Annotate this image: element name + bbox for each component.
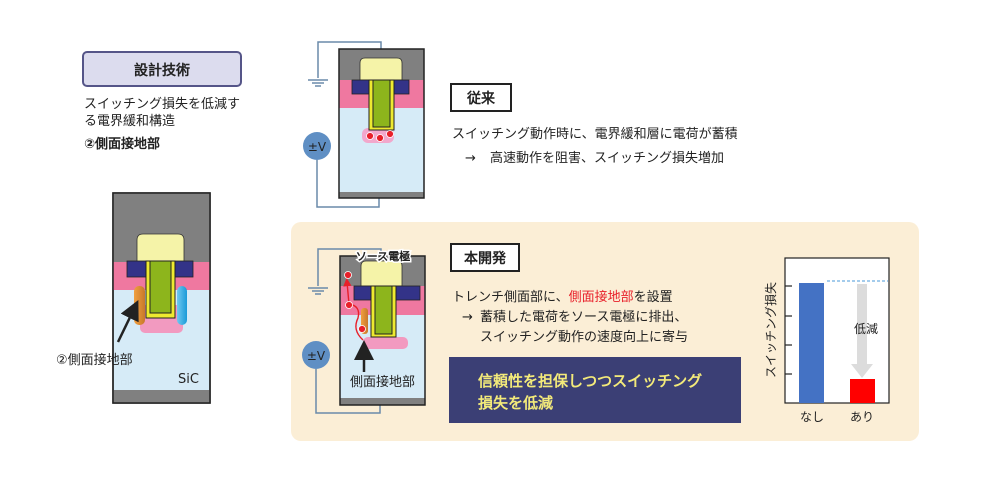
developed-title: 本開発 (464, 250, 507, 267)
desc-line2: る電界緩和構造 (84, 114, 175, 129)
chart-annotation: 低減 (854, 321, 878, 336)
conventional-line2: 高速動作を阻害、スイッチング損失増加 (490, 150, 724, 166)
voltage-label: ±V (308, 140, 327, 154)
developed-line3: スイッチング動作の速度向上に寄与 (480, 329, 688, 345)
chart-y-ticks (785, 285, 792, 375)
item-label: ②側面接地部 (84, 136, 160, 152)
charge-path-arrow (343, 277, 364, 341)
conventional-device: ±V (303, 41, 425, 208)
voltage-source-icon (302, 341, 330, 369)
material-label: SiC (178, 372, 199, 387)
developed-line2: 蓄積した電荷をソース電極に排出、 (480, 309, 687, 325)
tag-box (82, 51, 242, 87)
charge-icons (366, 130, 394, 142)
down-arrow-icon (851, 364, 873, 378)
ground-icon (308, 79, 328, 87)
arrow-icon (116, 300, 139, 343)
developed-device: ±V ソース電極 側面接地部 (302, 248, 426, 414)
side-ground-label: 側面接地部 (350, 374, 415, 390)
development-panel (291, 222, 919, 441)
tag-label: 設計技術 (134, 62, 190, 79)
left-device: ②側面接地部 SiC (56, 192, 211, 404)
chart-bar-0 (799, 283, 824, 403)
conventional-section: 従来 スイッチング動作時に、電界緩和層に電荷が蓄積 → 高速動作を阻害、スイッチ… (450, 83, 738, 166)
loss-chart: 低減 スイッチング損失 なし あり (763, 257, 890, 424)
chart-xlabel-1: あり (850, 410, 874, 424)
arrow-glyph: → (462, 310, 473, 325)
device-label: ②側面接地部 (56, 352, 133, 368)
voltage-label: ±V (307, 349, 326, 363)
arrow-glyph: → (465, 151, 476, 166)
chart-ylabel: スイッチング損失 (763, 282, 778, 378)
banner-line2: 損失を低減 (478, 394, 553, 412)
developed-line1: トレンチ側面部に、側面接地部を設置 (452, 289, 673, 305)
developed-section: 本開発 トレンチ側面部に、側面接地部を設置 → 蓄積した電荷をソース電極に排出、… (449, 243, 741, 423)
ground-icon (308, 287, 328, 295)
charge-icons (344, 271, 366, 333)
chart-bar-1 (850, 379, 875, 403)
design-tech-section: 設計技術 スイッチング損失を低減す る電界緩和構造 ②側面接地部 (82, 51, 242, 152)
conventional-title: 従来 (466, 90, 496, 107)
conclusion-banner (449, 357, 741, 423)
desc-line1: スイッチング損失を低減す (84, 96, 240, 112)
source-electrode-label: ソース電極 (356, 249, 410, 263)
side-ground-orange (134, 286, 145, 325)
conventional-line1: スイッチング動作時に、電界緩和層に電荷が蓄積 (452, 127, 738, 142)
banner-line1: 信頼性を担保しつつスイッチング (478, 372, 702, 390)
chart-xlabel-0: なし (800, 410, 824, 424)
voltage-source-icon (303, 132, 331, 160)
